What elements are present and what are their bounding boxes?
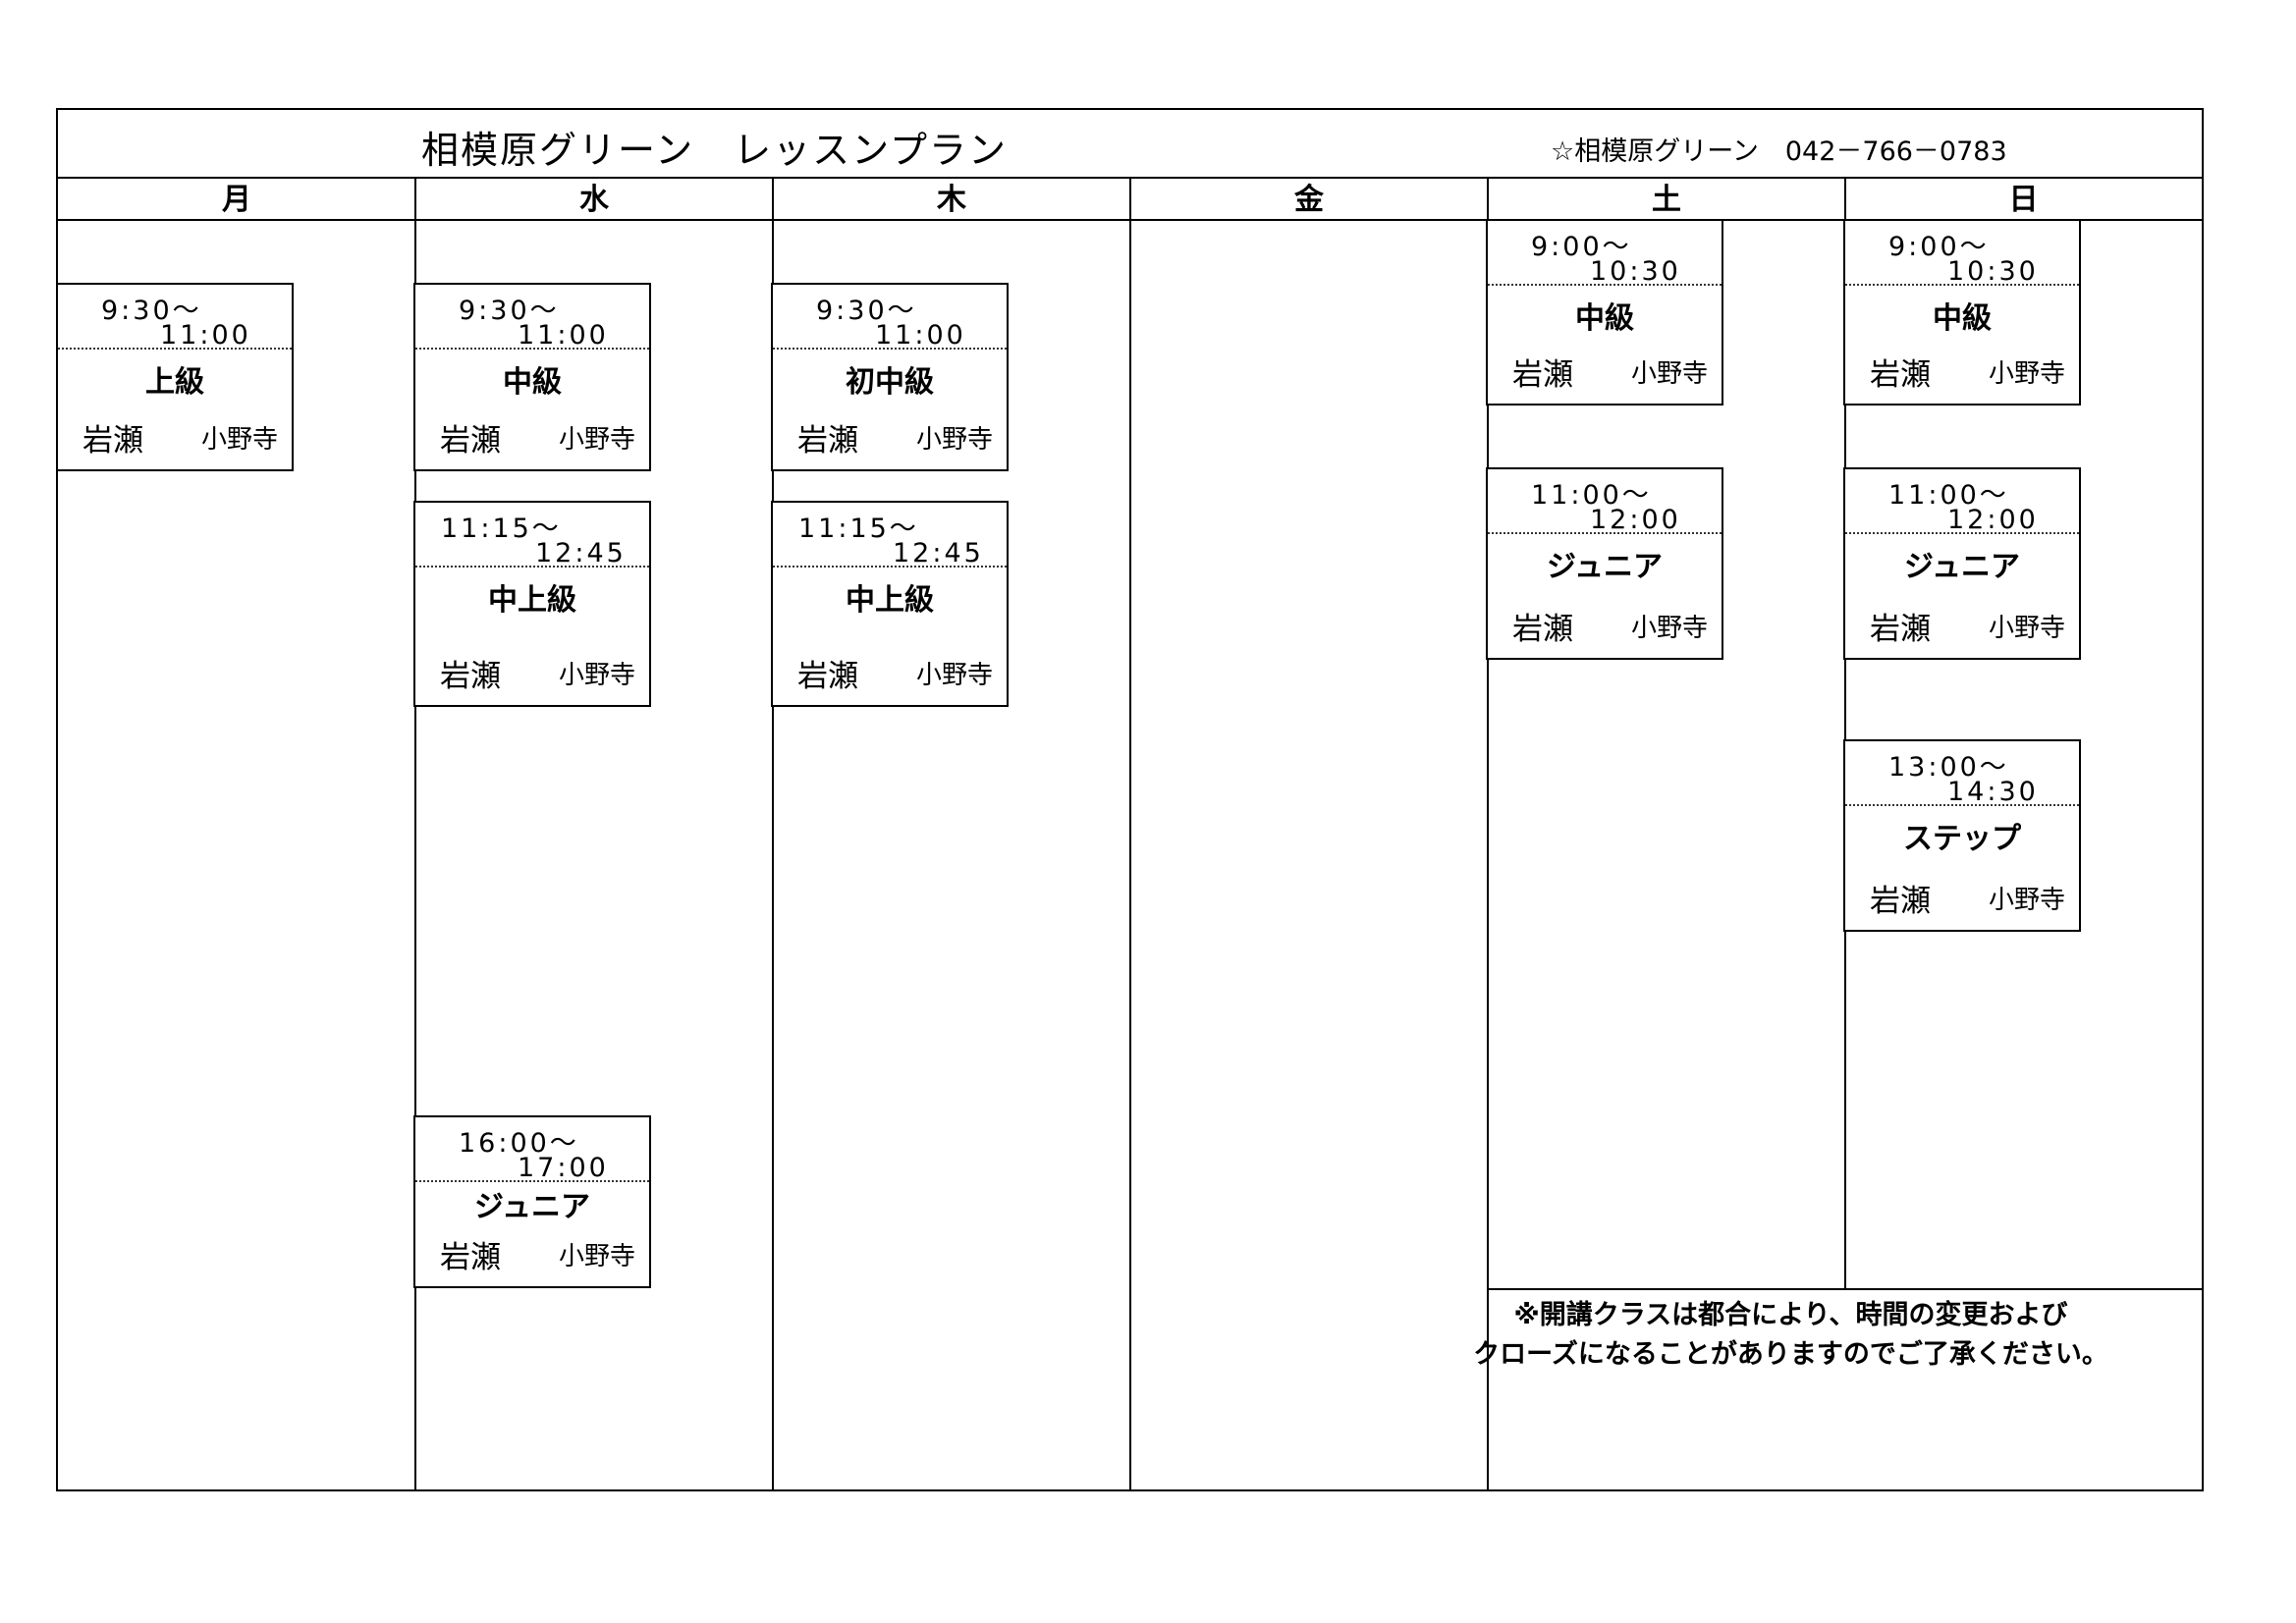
lesson-block-wed-2: 11:15～ 12:45 中上級 岩瀬 小野寺 bbox=[413, 501, 651, 707]
column-divider bbox=[772, 179, 774, 1491]
lesson-block-sun-2: 11:00～ 12:00 ジュニア 岩瀬 小野寺 bbox=[1843, 467, 2081, 660]
dotted-separator bbox=[773, 566, 1007, 568]
lesson-end: 17:00 bbox=[518, 1153, 609, 1183]
lesson-block-wed-3: 16:00～ 17:00 ジュニア 岩瀬 小野寺 bbox=[413, 1115, 651, 1288]
lesson-start: 11:00～ bbox=[1531, 480, 1652, 511]
lesson-end: 11:00 bbox=[518, 320, 609, 351]
lesson-start: 9:00～ bbox=[1531, 232, 1632, 262]
lesson-start: 9:30～ bbox=[459, 296, 560, 326]
coach-name: 岩瀬 bbox=[440, 659, 501, 694]
lesson-start: 11:00～ bbox=[1888, 480, 2009, 511]
coach-name: 小野寺 bbox=[1630, 614, 1708, 643]
coach-name: 岩瀬 bbox=[1870, 357, 1931, 393]
lesson-end: 14:30 bbox=[1947, 777, 2039, 807]
lesson-block-sat-1: 9:00～ 10:30 中級 岩瀬 小野寺 bbox=[1486, 219, 1723, 406]
lesson-start: 11:15～ bbox=[441, 514, 562, 544]
contact-phone: ☆相模原グリーン 042－766－0783 bbox=[1551, 136, 2007, 167]
coach-name: 小野寺 bbox=[1988, 614, 2065, 643]
coach-name: 小野寺 bbox=[558, 661, 635, 690]
coach-name: 小野寺 bbox=[1630, 359, 1708, 389]
day-header-thu: 木 bbox=[773, 179, 1130, 221]
page-title: 相模原グリーン レッスンプラン bbox=[421, 129, 1008, 172]
coach-name: 小野寺 bbox=[1988, 359, 2065, 389]
coach-name: 岩瀬 bbox=[797, 423, 858, 459]
dotted-separator bbox=[415, 1180, 649, 1182]
coach-name: 岩瀬 bbox=[440, 423, 501, 459]
lesson-level: ジュニア bbox=[1547, 550, 1663, 584]
lesson-end: 11:00 bbox=[875, 320, 966, 351]
lesson-level: 中上級 bbox=[846, 583, 934, 618]
notice-line: クローズになることがありますのでご了承ください。 bbox=[1473, 1339, 2108, 1370]
coach-name: 岩瀬 bbox=[797, 659, 858, 694]
column-divider bbox=[1487, 179, 1489, 1491]
lesson-start: 13:00～ bbox=[1888, 752, 2009, 783]
lesson-end: 12:45 bbox=[893, 538, 984, 568]
column-divider bbox=[1844, 179, 1846, 1288]
lesson-start: 9:30～ bbox=[101, 296, 202, 326]
lesson-level: ジュニア bbox=[1904, 550, 2020, 584]
day-header-fri: 金 bbox=[1130, 179, 1488, 221]
day-header-mon: 月 bbox=[58, 179, 415, 221]
dotted-separator bbox=[1845, 804, 2079, 806]
dotted-separator bbox=[773, 348, 1007, 350]
lesson-level: ジュニア bbox=[474, 1190, 590, 1224]
day-header-wed: 水 bbox=[415, 179, 773, 221]
day-header-sat: 土 bbox=[1488, 179, 1845, 221]
coach-name: 小野寺 bbox=[200, 425, 278, 455]
lesson-start: 11:15～ bbox=[798, 514, 919, 544]
coach-name: 小野寺 bbox=[915, 661, 993, 690]
lesson-end: 10:30 bbox=[1590, 256, 1681, 287]
coach-name: 岩瀬 bbox=[82, 423, 143, 459]
lesson-start: 9:00～ bbox=[1888, 232, 1990, 262]
lesson-level: 中級 bbox=[1933, 301, 1992, 336]
coach-name: 小野寺 bbox=[558, 1242, 635, 1271]
coach-name: 岩瀬 bbox=[1870, 612, 1931, 647]
coach-name: 小野寺 bbox=[558, 425, 635, 455]
dotted-separator bbox=[1845, 284, 2079, 286]
coach-name: 岩瀬 bbox=[1512, 612, 1573, 647]
lesson-level: 上級 bbox=[145, 365, 204, 400]
lesson-start: 16:00～ bbox=[459, 1128, 579, 1159]
lesson-block-thu-2: 11:15～ 12:45 中上級 岩瀬 小野寺 bbox=[771, 501, 1009, 707]
notice-line: ※開講クラスは都合により、時間の変更および bbox=[1513, 1300, 2068, 1330]
lesson-start: 9:30～ bbox=[816, 296, 917, 326]
coach-name: 岩瀬 bbox=[1512, 357, 1573, 393]
lesson-end: 10:30 bbox=[1947, 256, 2039, 287]
day-header-sun: 日 bbox=[1845, 179, 2202, 221]
column-divider bbox=[414, 179, 416, 1491]
lesson-end: 11:00 bbox=[160, 320, 251, 351]
lesson-block-thu-1: 9:30～ 11:00 初中級 岩瀬 小野寺 bbox=[771, 283, 1009, 471]
coach-name: 岩瀬 bbox=[1870, 884, 1931, 919]
lesson-level: ステップ bbox=[1903, 822, 2021, 856]
lesson-block-sun-1: 9:00～ 10:30 中級 岩瀬 小野寺 bbox=[1843, 219, 2081, 406]
dotted-separator bbox=[1845, 532, 2079, 534]
lesson-level: 中級 bbox=[1575, 301, 1634, 336]
lesson-level: 中級 bbox=[503, 365, 562, 400]
dotted-separator bbox=[1488, 532, 1722, 534]
dotted-separator bbox=[415, 566, 649, 568]
lesson-end: 12:00 bbox=[1947, 505, 2039, 535]
lesson-level: 中上級 bbox=[488, 583, 576, 618]
schedule-notice: ※開講クラスは都合により、時間の変更および クローズになることがありますのでご了… bbox=[1434, 1296, 2148, 1375]
coach-name: 小野寺 bbox=[915, 425, 993, 455]
lesson-end: 12:45 bbox=[535, 538, 627, 568]
lesson-end: 12:00 bbox=[1590, 505, 1681, 535]
lesson-block-mon-1: 9:30～ 11:00 上級 岩瀬 小野寺 bbox=[56, 283, 294, 471]
schedule-sheet: 相模原グリーン レッスンプラン ☆相模原グリーン 042－766－0783 月 … bbox=[56, 108, 2204, 1491]
title-row: 相模原グリーン レッスンプラン ☆相模原グリーン 042－766－0783 bbox=[58, 110, 2202, 179]
dotted-separator bbox=[415, 348, 649, 350]
lesson-block-wed-1: 9:30～ 11:00 中級 岩瀬 小野寺 bbox=[413, 283, 651, 471]
lesson-block-sat-2: 11:00～ 12:00 ジュニア 岩瀬 小野寺 bbox=[1486, 467, 1723, 660]
lesson-level: 初中級 bbox=[846, 365, 934, 400]
note-box-top bbox=[1487, 1288, 2204, 1290]
lesson-block-sun-3: 13:00～ 14:30 ステップ 岩瀬 小野寺 bbox=[1843, 739, 2081, 932]
coach-name: 岩瀬 bbox=[440, 1240, 501, 1275]
dotted-separator bbox=[58, 348, 292, 350]
dotted-separator bbox=[1488, 284, 1722, 286]
coach-name: 小野寺 bbox=[1988, 886, 2065, 915]
column-divider bbox=[1129, 179, 1131, 1491]
